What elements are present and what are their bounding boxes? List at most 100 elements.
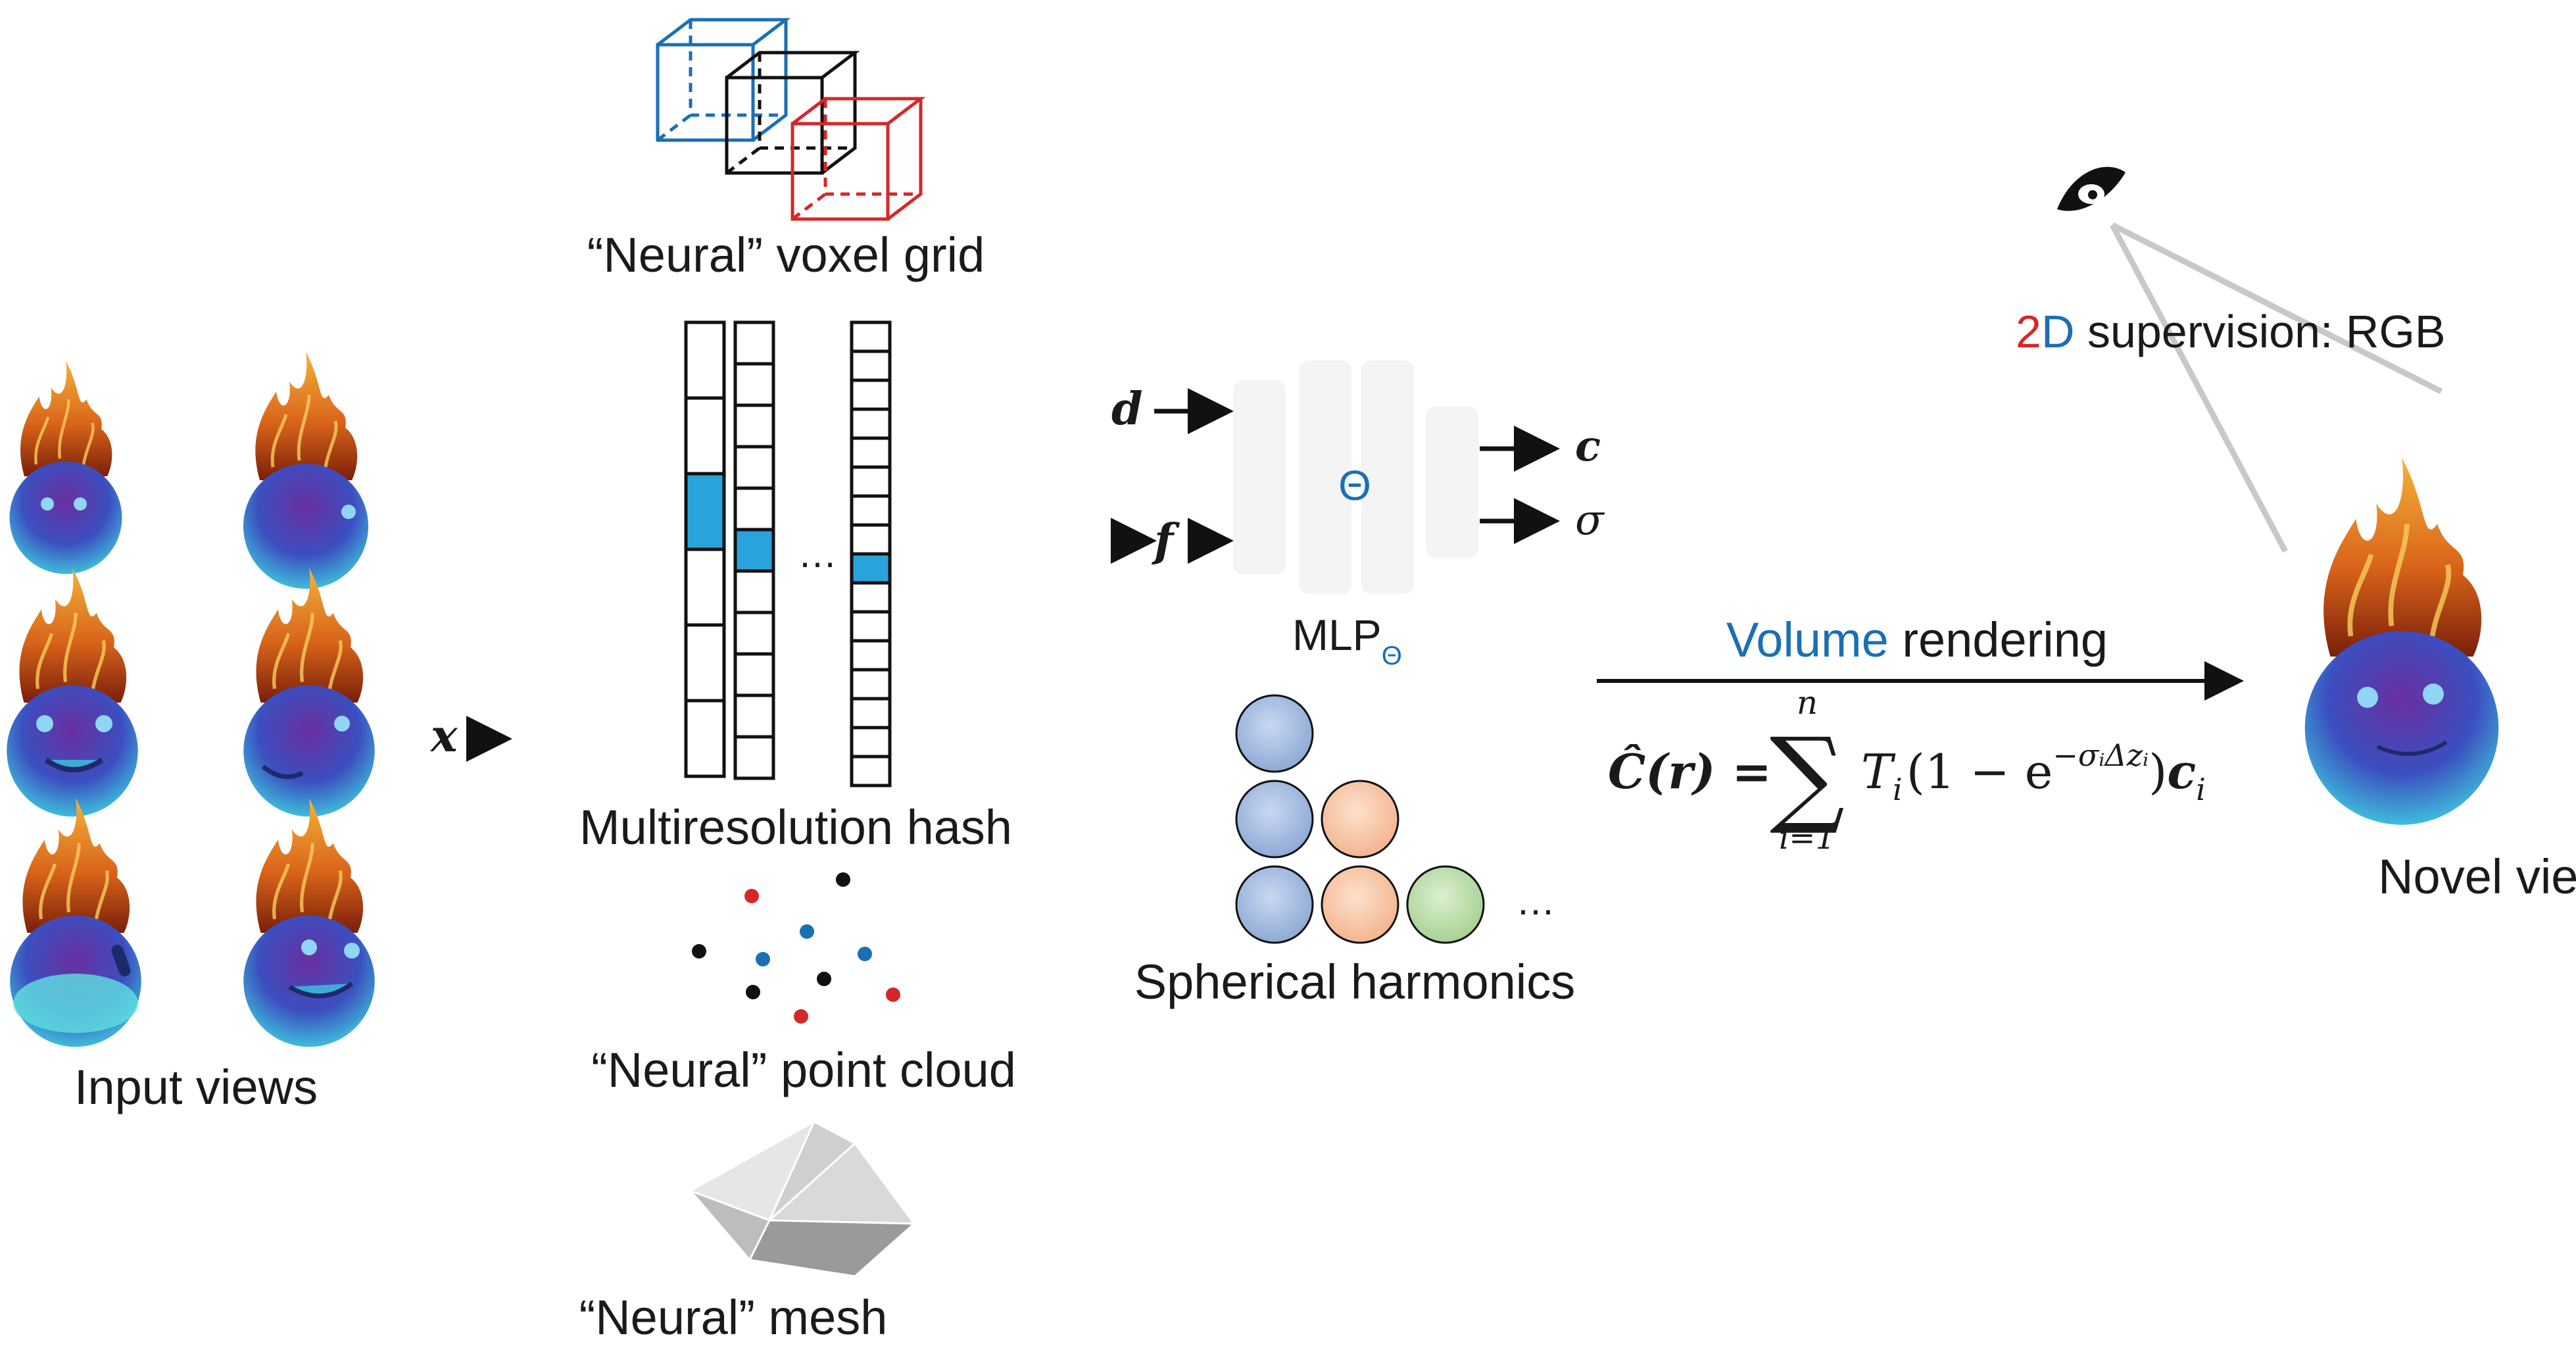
input-view-2	[243, 352, 368, 589]
hash-cell	[850, 697, 892, 730]
hash-cell	[733, 693, 775, 739]
mlp-label: MLPΘ	[1292, 611, 1402, 670]
hash-cell	[733, 403, 775, 449]
point-blue	[756, 952, 770, 966]
sh-ball	[1321, 865, 1399, 944]
formula-sum: ∑	[1770, 714, 1845, 837]
hash-cell	[733, 320, 775, 366]
sh-ellipsis: …	[1516, 879, 1555, 923]
hash-cell	[733, 528, 775, 573]
sigma-symbol: σ	[1575, 496, 1605, 545]
mesh-label: “Neural” mesh	[579, 1290, 888, 1345]
sh-ball	[1321, 780, 1399, 859]
hash-cell	[733, 486, 775, 532]
hash-tables	[684, 320, 892, 787]
sh-ball	[1235, 694, 1314, 773]
input-view-3	[7, 568, 138, 816]
mlp-layer	[1299, 361, 1351, 594]
hash-group: … Multiresolution hash	[579, 320, 1012, 855]
hash-cell	[684, 472, 726, 551]
hash-ellipsis: …	[798, 532, 837, 576]
hash-cell	[733, 735, 775, 780]
input-views-label: Input views	[74, 1060, 318, 1114]
eye-icon	[2057, 166, 2126, 211]
view-ray	[2110, 223, 2288, 553]
input-view-4	[243, 568, 375, 816]
spherical-harmonics-label: Spherical harmonics	[1134, 955, 1575, 1009]
mlp-layer	[1361, 361, 1414, 594]
hash-cell	[733, 652, 775, 697]
hash-cell	[733, 362, 775, 407]
d-symbol: d	[1111, 383, 1143, 436]
point-black	[817, 972, 831, 986]
point-black	[692, 944, 706, 959]
mlp-layer	[1426, 407, 1478, 558]
hash-cell	[850, 349, 892, 382]
point-cloud-group: “Neural” point cloud	[591, 872, 1016, 1097]
sh-ball	[1235, 780, 1314, 859]
hash-cell	[850, 726, 892, 759]
novel-view-label: Novel view	[2378, 849, 2576, 904]
hash-cell	[850, 581, 892, 614]
hash-cell	[850, 552, 892, 585]
spherical-harmonics-group: … Spherical harmonics	[1134, 694, 1575, 1009]
hash-cell	[850, 436, 892, 469]
input-view-6	[243, 798, 375, 1047]
c-symbol: c	[1575, 422, 1601, 471]
input-view-1	[9, 361, 122, 574]
mlp-group: Θ d f c σ MLPΘ	[1111, 361, 1605, 670]
hash-cell	[684, 320, 726, 400]
rendering-formula: Ĉ(r) = n ∑ i=1 Ti(1 − e−σᵢΔzᵢ)ci	[1608, 684, 2206, 857]
supervision-label: 2D supervision: RGB	[2016, 306, 2446, 357]
voxel-cube-icon-blue	[656, 18, 791, 142]
mesh-icon	[688, 1119, 917, 1278]
voxel-cube-icon-red	[790, 97, 926, 221]
volume-rendering-group: Volume rendering Ĉ(r) = n ∑ i=1 Ti(1 − e…	[1597, 612, 2244, 857]
hash-cell	[850, 639, 892, 672]
hash-cell	[684, 699, 726, 778]
point-red	[794, 1009, 808, 1024]
voxel-grid-group: “Neural” voxel grid	[587, 18, 985, 282]
point-black	[746, 985, 760, 999]
hash-cell	[850, 523, 892, 556]
point-red	[886, 987, 900, 1002]
hash-cell	[850, 610, 892, 643]
hash-cell	[684, 396, 726, 476]
formula-lhs: Ĉ(r) =	[1608, 743, 1772, 799]
point-cloud-label: “Neural” point cloud	[591, 1043, 1016, 1097]
volume-rendering-label: Volume rendering	[1726, 612, 2108, 667]
x-symbol: x	[429, 710, 458, 762]
hash-cell	[850, 668, 892, 701]
supervision-group: 2D supervision: RGB	[2016, 166, 2446, 553]
hash-cell	[733, 611, 775, 656]
mlp-layer	[1233, 380, 1286, 574]
sh-ball	[1406, 865, 1485, 944]
point-black	[836, 872, 850, 887]
hash-cell	[684, 547, 726, 627]
input-views-group: Input views	[7, 352, 375, 1114]
fireball-character	[2305, 458, 2499, 825]
view-ray	[2110, 222, 2443, 395]
voxel-grid-label: “Neural” voxel grid	[587, 228, 985, 282]
f-symbol: f	[1152, 514, 1180, 567]
novel-view-group: Novel view	[2305, 458, 2576, 904]
point-blue	[858, 947, 872, 961]
point-red	[744, 889, 759, 903]
x-input-arrow: x	[429, 710, 512, 762]
hash-cell	[850, 407, 892, 440]
point-blue	[800, 924, 814, 939]
hash-cell	[733, 445, 775, 490]
hash-cell	[850, 320, 892, 353]
hash-cell	[684, 623, 726, 703]
input-view-5	[10, 798, 141, 1047]
hash-cell	[733, 569, 775, 614]
hash-cell	[850, 378, 892, 411]
formula-upper: n	[1797, 684, 1818, 722]
hash-cell	[850, 494, 892, 527]
formula-body: Ti(1 − e−σᵢΔzᵢ)ci	[1861, 737, 2206, 807]
hash-label: Multiresolution hash	[579, 800, 1012, 855]
hash-cell	[850, 755, 892, 787]
theta-symbol: Θ	[1338, 462, 1371, 509]
formula-lower: i=1	[1779, 820, 1835, 857]
